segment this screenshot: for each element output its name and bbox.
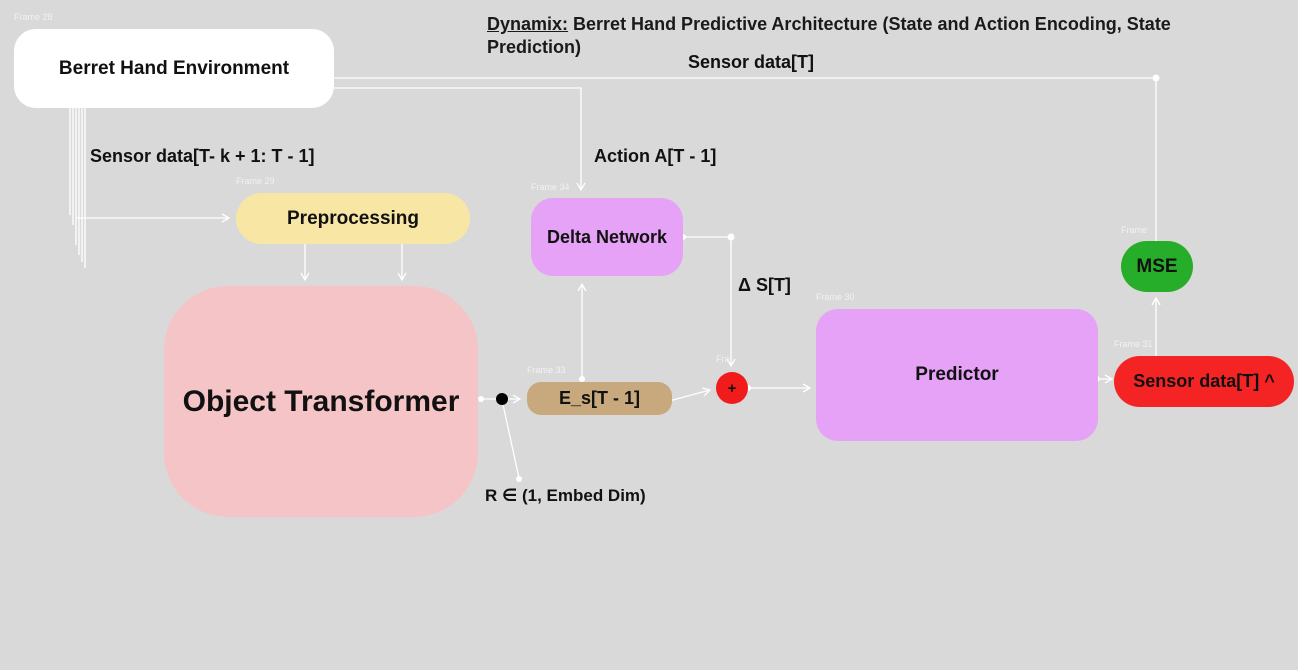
predictor-node[interactable]: Predictor <box>816 309 1098 441</box>
predictor-label: Predictor <box>915 364 999 385</box>
edge-delta-to-plus <box>683 236 736 368</box>
edge-env-history-bundle <box>69 108 86 268</box>
preprocessing-node[interactable]: Preprocessing <box>236 193 470 244</box>
object-transformer-label: Object Transformer <box>182 384 460 418</box>
sensor-out-label: Sensor data[T] ^ <box>1133 371 1275 391</box>
object-transformer-node[interactable]: Object Transformer <box>164 286 478 517</box>
env-node[interactable]: Berret Hand Environment <box>14 29 334 108</box>
delta-network-label: Delta Network <box>546 226 668 247</box>
preprocessing-label: Preprocessing <box>287 207 419 229</box>
frame-tag-delta: Frame 34 <box>531 182 570 192</box>
diagram-title: Dynamix: Berret Hand Predictive Architec… <box>487 13 1247 59</box>
frame-tag-mse: Frame <box>1121 225 1148 235</box>
frame-tag-env: Frame 28 <box>14 12 53 22</box>
frame-tag-out: Frame 31 <box>1114 339 1153 349</box>
label-delta-s: Δ S[T] <box>738 275 791 295</box>
es-node[interactable]: E_s[T - 1] <box>527 382 672 415</box>
edge-dot-to-r <box>501 399 520 479</box>
mse-label: MSE <box>1136 255 1178 277</box>
frame-tag-pred: Frame 30 <box>816 292 855 302</box>
title-prefix: Dynamix: <box>487 14 569 34</box>
frame-tag-pre: Frame 29 <box>236 176 275 186</box>
es-label: E_s[T - 1] <box>558 388 641 408</box>
plus-label: + <box>727 379 737 397</box>
junction-dot <box>496 393 508 405</box>
env-label: Berret Hand Environment <box>58 57 290 79</box>
delta-network-node[interactable]: Delta Network <box>531 198 683 276</box>
label-action: Action A[T - 1] <box>594 146 717 166</box>
sensor-out-node[interactable]: Sensor data[T] ^ <box>1114 356 1294 407</box>
edge-env-to-delta <box>334 87 586 192</box>
edge-es-to-plus <box>668 387 712 402</box>
frame-tag-es: Frame 33 <box>527 365 566 375</box>
frame-tag-plus: Fra <box>716 354 730 364</box>
mse-node[interactable]: MSE <box>1121 241 1193 292</box>
label-r-dim: R ∈ (1, Embed Dim) <box>485 486 646 505</box>
title-rest: Berret Hand Predictive Architecture (Sta… <box>487 14 1171 57</box>
plus-node[interactable]: + <box>716 372 748 404</box>
label-sensor-t: Sensor data[T] <box>688 52 815 72</box>
label-sensor-history: Sensor data[T- k + 1: T - 1] <box>90 146 315 166</box>
